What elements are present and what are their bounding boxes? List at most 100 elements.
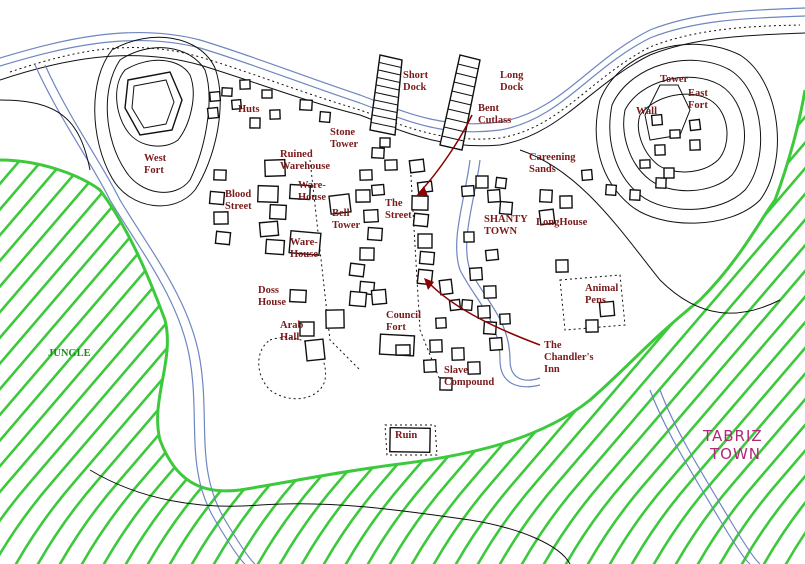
building[interactable]	[379, 137, 391, 148]
label-ruin[interactable]: Ruin	[395, 430, 417, 441]
building[interactable]	[230, 98, 243, 111]
building[interactable]	[483, 285, 497, 299]
building[interactable]	[417, 233, 433, 249]
building[interactable]	[366, 226, 384, 242]
building[interactable]	[412, 212, 430, 228]
building[interactable]	[249, 117, 261, 129]
building[interactable]	[359, 247, 375, 261]
building[interactable]	[580, 168, 594, 182]
building[interactable]	[348, 262, 366, 278]
building[interactable]	[655, 177, 667, 189]
building[interactable]	[555, 259, 569, 273]
building[interactable]	[328, 193, 352, 215]
building[interactable]	[499, 313, 511, 325]
building[interactable]	[438, 278, 454, 296]
building[interactable]	[585, 319, 599, 333]
building[interactable]	[213, 211, 229, 225]
building[interactable]	[257, 184, 279, 204]
label-tower[interactable]: Tower	[660, 74, 689, 85]
building[interactable]	[370, 183, 386, 197]
building[interactable]	[288, 183, 312, 201]
building[interactable]	[269, 109, 281, 120]
building[interactable]	[348, 290, 368, 308]
building[interactable]	[288, 288, 308, 304]
building[interactable]	[395, 344, 411, 356]
label-warehouse-upper[interactable]: Ware-House	[298, 180, 326, 203]
building[interactable]	[422, 358, 438, 374]
building[interactable]	[288, 229, 322, 257]
building[interactable]	[268, 203, 288, 221]
building[interactable]	[371, 146, 385, 160]
building[interactable]	[669, 129, 681, 139]
building[interactable]	[206, 106, 220, 120]
building[interactable]	[362, 208, 380, 224]
building[interactable]	[418, 250, 436, 266]
building[interactable]	[688, 118, 702, 132]
building[interactable]	[663, 167, 675, 179]
building[interactable]	[299, 321, 315, 337]
building[interactable]	[439, 377, 453, 391]
building[interactable]	[654, 144, 666, 156]
building[interactable]	[476, 304, 492, 320]
building[interactable]	[484, 248, 500, 262]
building[interactable]	[435, 317, 447, 329]
building[interactable]	[639, 159, 651, 169]
building[interactable]	[389, 426, 431, 454]
building[interactable]	[208, 90, 222, 103]
building[interactable]	[468, 266, 484, 282]
building[interactable]	[384, 159, 398, 171]
label-longhouse[interactable]: LongHouse	[536, 217, 588, 228]
building[interactable]	[467, 361, 481, 375]
building[interactable]	[689, 139, 701, 151]
building[interactable]	[488, 336, 504, 352]
building[interactable]	[208, 190, 226, 206]
building[interactable]	[264, 158, 286, 178]
building[interactable]	[460, 298, 474, 312]
building[interactable]	[559, 195, 573, 209]
building[interactable]	[299, 98, 313, 112]
building[interactable]	[486, 188, 502, 204]
building[interactable]	[239, 79, 251, 90]
label-huts[interactable]: Huts	[238, 104, 260, 115]
building[interactable]	[494, 176, 508, 190]
building[interactable]	[261, 89, 273, 99]
building[interactable]	[304, 338, 326, 362]
building[interactable]	[411, 195, 429, 211]
label-wall[interactable]: Wall	[636, 106, 657, 117]
building[interactable]	[370, 288, 388, 306]
building[interactable]	[498, 200, 514, 216]
building[interactable]	[475, 175, 489, 189]
building[interactable]	[408, 158, 426, 174]
building[interactable]	[258, 220, 280, 238]
building[interactable]	[325, 309, 345, 329]
label-jungle[interactable]: JUNGLE	[48, 348, 91, 359]
building[interactable]	[318, 110, 332, 124]
building[interactable]	[214, 230, 232, 246]
building[interactable]	[264, 238, 286, 256]
building[interactable]	[213, 169, 227, 181]
building[interactable]	[221, 87, 233, 97]
building[interactable]	[429, 339, 443, 353]
building[interactable]	[604, 183, 618, 197]
building[interactable]	[629, 189, 641, 201]
label-warehouse-lower[interactable]: Ware-House	[290, 237, 318, 260]
building[interactable]	[359, 169, 373, 181]
